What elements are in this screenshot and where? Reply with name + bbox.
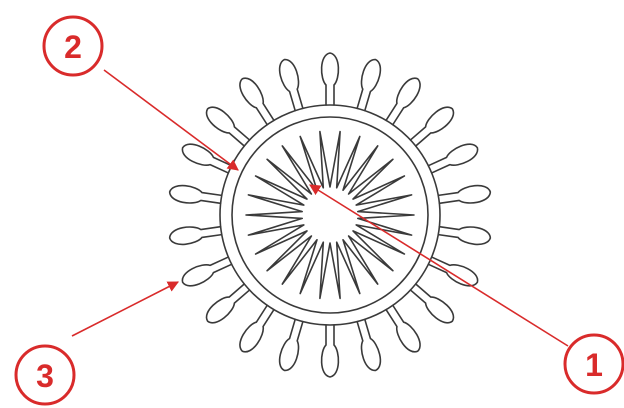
callout-number-1: 1: [585, 347, 603, 383]
pointer-line-3: [72, 282, 178, 336]
spike-protein: [207, 284, 250, 323]
spike-protein: [182, 257, 231, 286]
spike-protein: [411, 107, 454, 146]
callout-number-3: 3: [36, 358, 54, 394]
callout-2: 2: [44, 17, 102, 75]
inner-membrane: [232, 117, 428, 313]
spike-protein: [280, 319, 303, 370]
spike-protein: [170, 186, 222, 204]
spike-protein: [322, 53, 339, 105]
callouts: 1 2 3: [16, 17, 623, 404]
spike-proteins: [170, 53, 491, 377]
spike-protein: [182, 144, 231, 173]
virus-particle: [170, 53, 491, 377]
pointer-line-2: [104, 70, 238, 170]
pointer-line-1: [310, 185, 568, 346]
spike-protein: [386, 78, 420, 124]
spike-protein: [428, 144, 477, 173]
callout-1: 1: [565, 335, 623, 393]
spike-protein: [411, 284, 454, 323]
spike-protein: [428, 257, 477, 286]
callout-3: 3: [16, 346, 74, 404]
callout-number-2: 2: [64, 29, 82, 65]
spike-protein: [438, 227, 490, 245]
spike-protein: [280, 60, 303, 111]
spike-protein: [170, 227, 222, 245]
spike-protein: [322, 325, 339, 377]
spike-protein: [240, 305, 274, 351]
spike-protein: [207, 107, 250, 146]
genome-coil: [246, 132, 414, 299]
spike-protein: [386, 305, 420, 351]
spike-protein: [357, 319, 380, 370]
spike-protein: [357, 60, 380, 111]
spike-protein: [438, 186, 490, 204]
spike-protein: [240, 78, 274, 124]
